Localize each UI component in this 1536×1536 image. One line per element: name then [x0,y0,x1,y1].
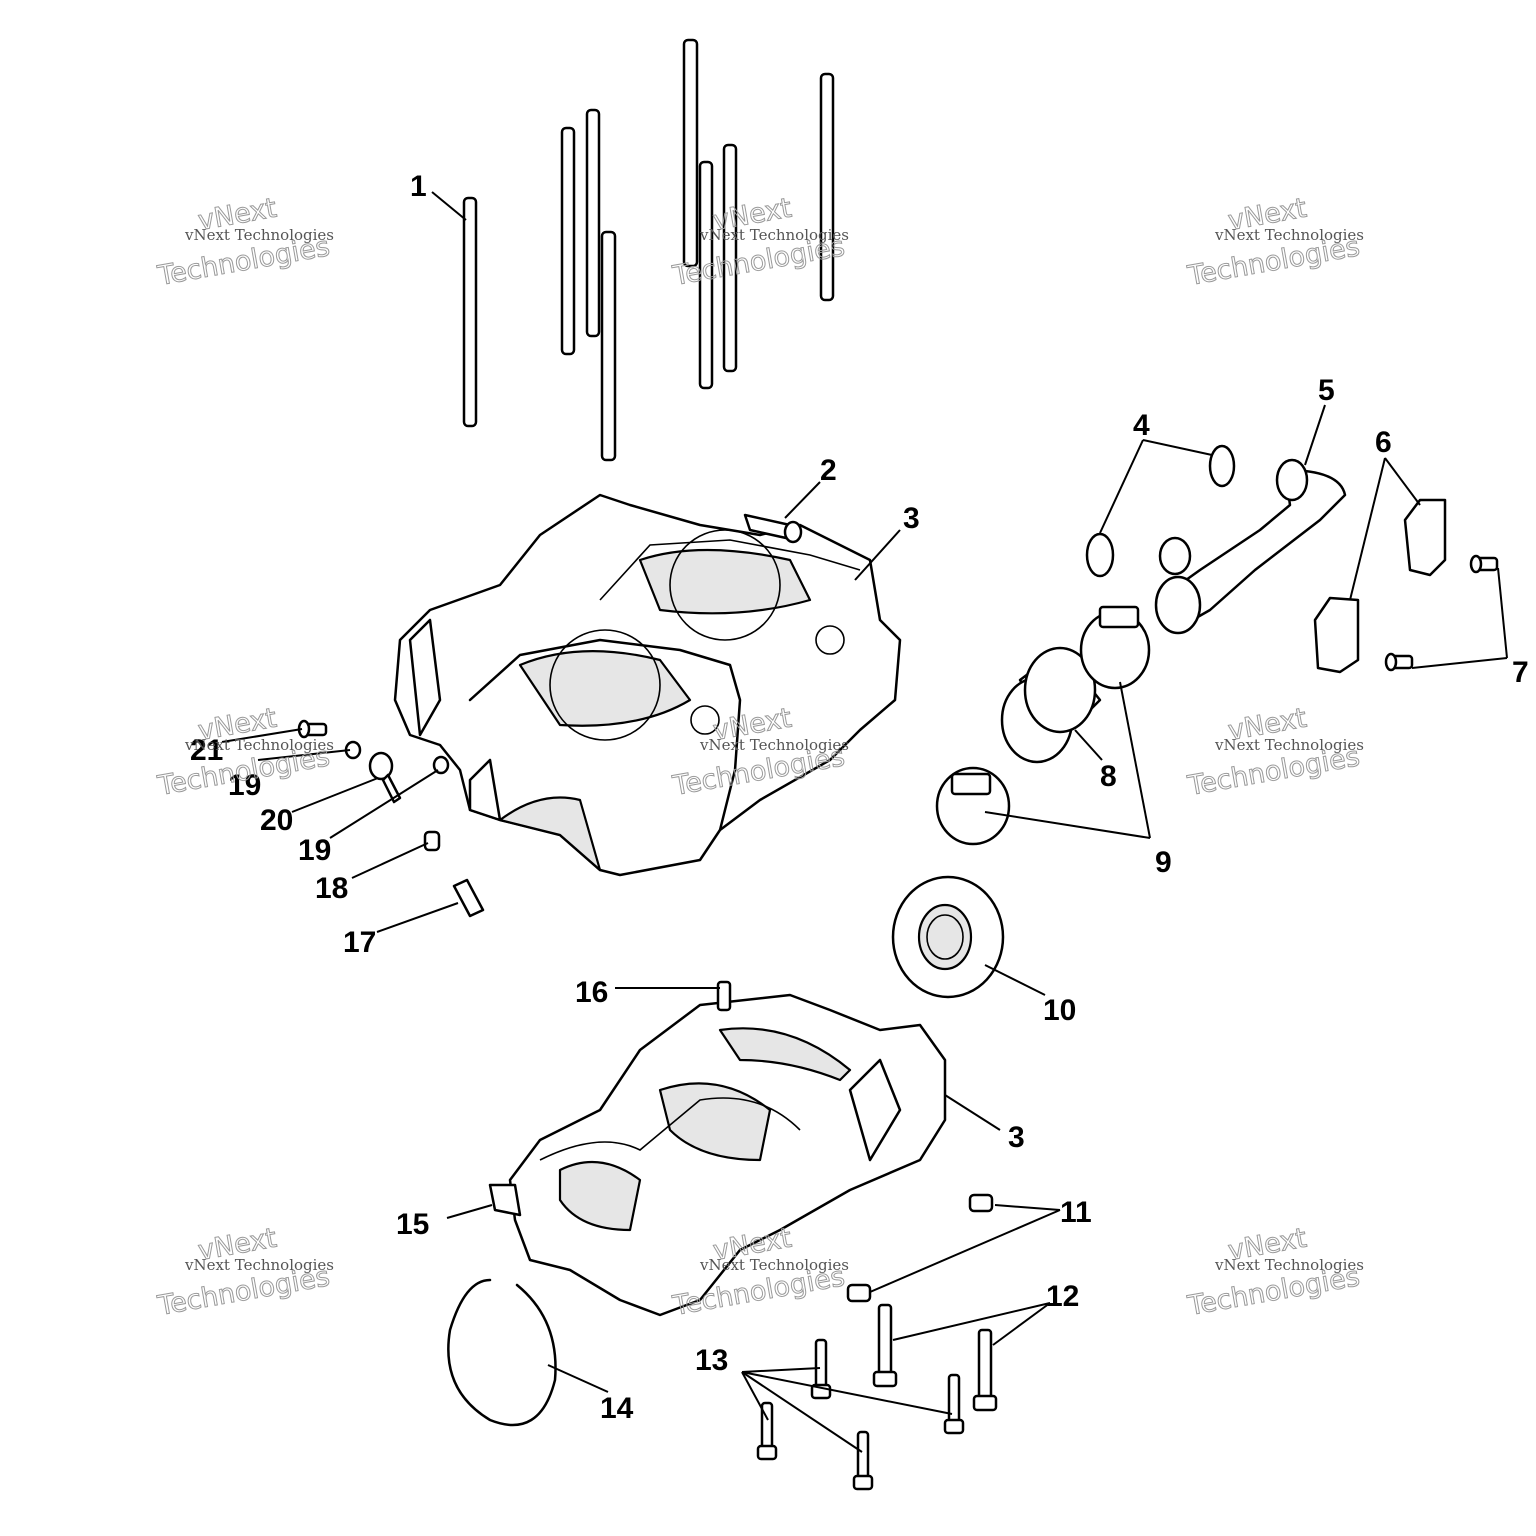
small-bolt [297,719,328,739]
callout-14: 14 [600,1392,634,1425]
snap-ring [447,1278,557,1427]
callout-11: 11 [1060,1196,1092,1229]
cylinder-bore [549,629,661,741]
watermark: vNext Technologies vNext Technologies [154,702,334,802]
stud [462,196,478,428]
dowel-pin [743,513,803,544]
callout-7: 7 [1512,656,1529,689]
watermark: vNext Technologies vNext Technologies [154,192,334,292]
callout-8: 8 [1100,760,1117,793]
callout-16: 16 [575,976,608,1009]
svg-text:vNext Technologies: vNext Technologies [699,736,849,754]
upper-crankcase [393,493,902,877]
leader-lines [221,191,1508,1453]
short-bolt [756,1401,778,1461]
callout-13: 13 [695,1344,728,1377]
callout-19: 19 [298,834,331,867]
svg-text:vNext Technologies: vNext Technologies [184,226,334,244]
banjo-fitting [368,751,402,804]
hose-clamp [935,766,1011,846]
callout-2: 2 [820,454,837,487]
stud [585,108,601,338]
plug [968,1193,994,1213]
bracket [1403,498,1447,577]
callout-labels: 1 2 3 4 5 6 7 8 9 10 3 11 12 13 14 15 16… [190,170,1529,1425]
callout-9: 9 [1155,846,1172,879]
watermark: vNext Technologies vNext Technologies [1184,702,1364,802]
callout-21: 21 [190,734,223,767]
callout-17: 17 [343,926,376,959]
stud-group [462,38,835,462]
coupling-hose [1000,646,1102,764]
screw [1384,652,1414,672]
cylinder-bore [669,529,781,641]
callout-6: 6 [1375,426,1392,459]
washer [432,755,450,775]
callout-19: 19 [228,769,261,802]
long-bolt [972,1328,998,1412]
watermark: vNext Technologies vNext Technologies [1184,192,1364,292]
stud [682,38,699,268]
bracket [1313,596,1360,674]
callout-3: 3 [903,502,920,535]
callout-5: 5 [1318,374,1335,407]
screw [1469,554,1499,574]
crankshaft-seal [891,875,1005,999]
callout-4: 4 [1133,409,1150,442]
svg-text:vNext Technologies: vNext Technologies [1214,1256,1364,1274]
callout-20: 20 [260,804,293,837]
stud [560,126,576,356]
stud [722,143,738,373]
outlet-elbow [1154,458,1347,635]
callout-18: 18 [315,872,348,905]
hose-clamp [1079,605,1151,690]
watermark: vNext Technologies vNext Technologies [154,1222,334,1322]
plug [846,1283,872,1303]
o-ring [1208,444,1236,488]
short-bolt [943,1373,965,1435]
stud [600,230,617,462]
callout-12: 12 [1046,1280,1079,1313]
svg-text:vNext Technologies: vNext Technologies [699,1256,849,1274]
watermark: vNext Technologies vNext Technologies [1184,1222,1364,1322]
callout-10: 10 [1043,994,1076,1027]
svg-text:vNext Technologies: vNext Technologies [184,736,334,754]
short-bolt [852,1430,874,1491]
svg-text:vNext Technologies: vNext Technologies [1214,736,1364,754]
lower-crankcase [488,980,947,1317]
callout-3-lower: 3 [1008,1121,1025,1154]
stud [819,72,835,302]
callout-15: 15 [396,1208,429,1241]
svg-text:vNext Technologies: vNext Technologies [184,1256,334,1274]
bushing [423,830,441,852]
dowel-sleeve [452,878,485,918]
o-ring [1085,532,1115,578]
callout-1: 1 [410,170,427,203]
stud [698,160,714,390]
svg-text:vNext Technologies: vNext Technologies [1214,226,1364,244]
svg-text:vNext Technologies: vNext Technologies [699,226,849,244]
long-bolt [872,1303,898,1388]
